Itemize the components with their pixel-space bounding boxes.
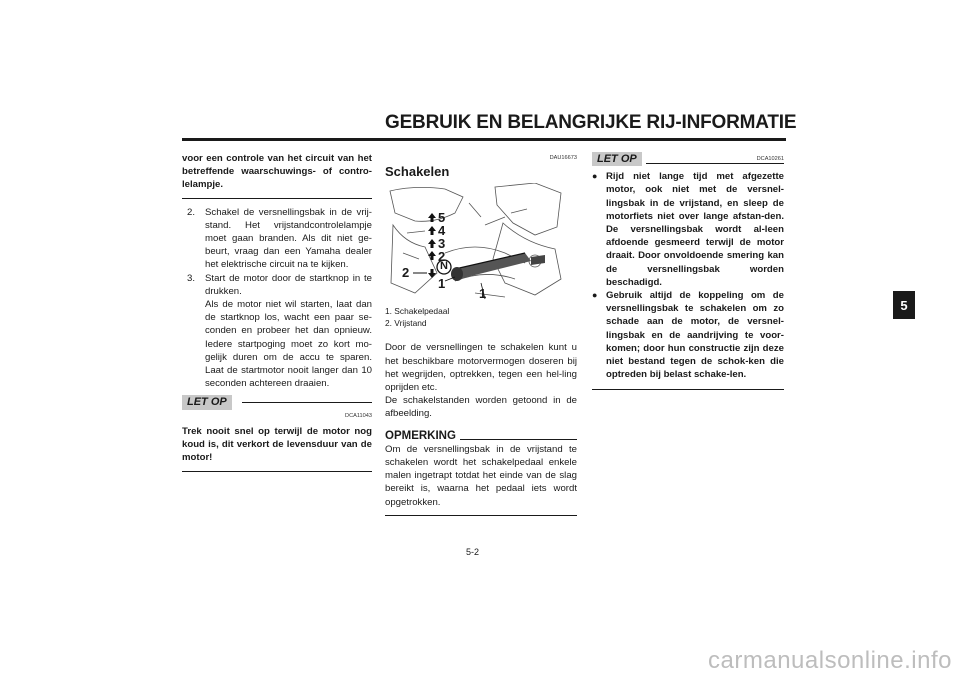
notice-text: Trek nooit snel op terwijl de motor nog … (182, 425, 372, 464)
notice-label: LET OP (182, 395, 232, 410)
notice-header: LET OP DCA10261 (592, 152, 784, 167)
intro-text: voor een controle van het circuit van he… (182, 153, 372, 191)
section-code: DAU16673 (549, 155, 577, 161)
list-item: ● Rijd niet lange tijd met afgezette mot… (592, 170, 784, 289)
caption: 1. Schakelpedaal (385, 306, 450, 317)
divider (182, 471, 372, 473)
note-header: OPMERKING (385, 430, 577, 443)
list-item: ● Gebruik altijd de koppeling om de vers… (592, 289, 784, 381)
gear-label-2: 2 (438, 249, 446, 265)
right-column: LET OP DCA10261 ● Rijd niet lange tijd m… (592, 152, 784, 391)
list-item: 2. Schakel de versnellingsbak in de vrij… (187, 206, 372, 272)
step-number: 3. (187, 272, 196, 284)
divider (592, 389, 784, 391)
step-number: 2. (187, 206, 196, 218)
left-column: voor een controle van het circuit van he… (182, 152, 372, 473)
gear-pedal-figure: 5 4 3 2 N 1 2 1 (385, 182, 563, 305)
note-text: Om de versnellingsbak in de vrijstand te… (385, 443, 577, 508)
divider (385, 514, 577, 516)
notice-label: LET OP (592, 152, 642, 167)
header-rule (182, 138, 786, 141)
divider (241, 402, 372, 404)
chapter-tab: 5 (893, 291, 915, 319)
bullet-text: Gebruik altijd de koppeling om de versne… (606, 290, 784, 381)
page-number: 5-2 (466, 547, 480, 557)
neutral-marker (436, 259, 452, 276)
gear-label-4: 4 (438, 223, 446, 239)
bullet-icon: ● (592, 171, 598, 182)
step-text: Schakel de versnellingsbak in de vrij-st… (205, 206, 372, 271)
page-title: GEBRUIK EN BELANGRIJKE RIJ-INFORMATIE (385, 112, 797, 133)
middle-column: DAU16673 Schakelen (385, 152, 577, 516)
note-label: OPMERKING (385, 429, 456, 442)
gear-pedal-illustration (389, 182, 562, 300)
bullet-icon: ● (592, 290, 598, 301)
notice-code: DCA11043 (345, 412, 372, 419)
notice-code: DCA10261 (756, 156, 784, 162)
bullet-text: Rijd niet lange tijd met afgezette motor… (606, 171, 784, 288)
divider (182, 197, 372, 199)
callout-2: 2 (402, 265, 410, 281)
caption: 2. Vrijstand (385, 318, 427, 329)
step-extra-text: Als de motor niet wil starten, laat dan … (205, 299, 372, 390)
body-text: Door de versnellingen te schakelen kunt … (385, 342, 577, 394)
notice-header: LET OP (182, 395, 372, 410)
body-text: De schakelstanden worden getoond in de a… (385, 395, 577, 420)
gear-label-1: 1 (438, 276, 446, 292)
callout-1: 1 (479, 286, 487, 302)
gear-label-neutral: N (440, 260, 448, 273)
divider (459, 438, 577, 440)
steps-list: 2. Schakel de versnellingsbak in de vrij… (182, 206, 372, 391)
watermark: carmanualsonline.info (708, 647, 952, 674)
gear-label-3: 3 (438, 236, 446, 252)
section-heading: Schakelen (385, 164, 450, 180)
step-text: Start de motor door de startknop in te d… (205, 272, 372, 297)
notice-bullets: ● Rijd niet lange tijd met afgezette mot… (592, 170, 784, 381)
gear-label-5: 5 (438, 210, 446, 226)
list-item: 3. Start de motor door de startknop in t… (187, 272, 372, 391)
figure-captions: 1. Schakelpedaal 2. Vrijstand (385, 305, 577, 329)
divider (646, 163, 784, 165)
